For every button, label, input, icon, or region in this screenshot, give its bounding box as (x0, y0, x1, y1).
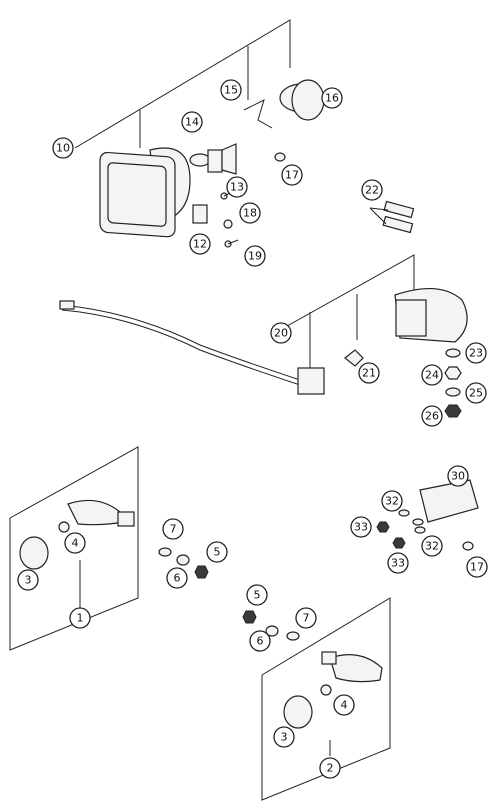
svg-text:5: 5 (254, 589, 261, 602)
indicator-right-assembly (242, 597, 391, 801)
callout-1: 1 (69, 607, 91, 629)
svg-text:5: 5 (214, 546, 221, 559)
svg-text:1: 1 (77, 612, 84, 625)
callout-24: 24 (421, 364, 443, 386)
svg-text:32: 32 (385, 495, 399, 508)
svg-text:21: 21 (362, 367, 376, 380)
callout-14: 14 (181, 111, 203, 133)
callout-23: 23 (465, 342, 487, 364)
svg-text:6: 6 (174, 572, 181, 585)
callout-17-bottom: 17 (466, 556, 488, 578)
callout-26: 26 (421, 405, 443, 427)
svg-text:30: 30 (451, 470, 465, 483)
svg-text:13: 13 (230, 181, 244, 194)
svg-text:7: 7 (303, 612, 310, 625)
callout-33-top: 33 (350, 516, 372, 538)
svg-text:4: 4 (72, 537, 79, 550)
callout-18: 18 (239, 202, 261, 224)
callout-22: 22 (361, 179, 383, 201)
svg-text:3: 3 (25, 574, 32, 587)
headlight-assembly (74, 19, 415, 248)
callout-7-right: 7 (295, 607, 317, 629)
indicator-left-assembly (9, 446, 209, 651)
callout-4-right: 4 (333, 694, 355, 716)
callout-30: 30 (447, 465, 469, 487)
svg-text:24: 24 (425, 369, 439, 382)
svg-text:16: 16 (325, 92, 339, 105)
rear-light-assembly (59, 254, 468, 418)
callout-5-right: 5 (246, 584, 268, 606)
callout-16: 16 (321, 87, 343, 109)
callout-3-right: 3 (273, 726, 295, 748)
svg-text:7: 7 (170, 523, 177, 536)
callout-25: 25 (465, 382, 487, 404)
svg-text:32: 32 (425, 540, 439, 553)
callout-32-bottom: 32 (421, 535, 443, 557)
callout-7-left: 7 (162, 518, 184, 540)
svg-text:23: 23 (469, 347, 483, 360)
callout-3-left: 3 (17, 569, 39, 591)
svg-text:12: 12 (193, 238, 207, 251)
svg-text:4: 4 (341, 699, 348, 712)
callout-13: 13 (226, 176, 248, 198)
svg-text:15: 15 (224, 84, 238, 97)
callout-6-left: 6 (166, 567, 188, 589)
callout-5-left: 5 (206, 541, 228, 563)
callout-2: 2 (319, 757, 341, 779)
svg-text:2: 2 (327, 762, 334, 775)
svg-text:20: 20 (274, 327, 288, 340)
svg-text:17: 17 (470, 561, 484, 574)
callout-10: 10 (52, 137, 74, 159)
svg-text:22: 22 (365, 184, 379, 197)
callout-33-bottom: 33 (387, 552, 409, 574)
callout-6-right: 6 (249, 630, 271, 652)
svg-text:33: 33 (391, 557, 405, 570)
callout-15: 15 (220, 79, 242, 101)
callout-21: 21 (358, 362, 380, 384)
svg-text:18: 18 (243, 207, 257, 220)
callout-20: 20 (270, 322, 292, 344)
callout-12: 12 (189, 233, 211, 255)
svg-text:10: 10 (56, 142, 70, 155)
callout-17-top: 17 (281, 164, 303, 186)
callout-4-left: 4 (64, 532, 86, 554)
svg-text:19: 19 (248, 250, 262, 263)
svg-text:14: 14 (185, 116, 199, 129)
svg-text:17: 17 (285, 169, 299, 182)
callout-19: 19 (244, 245, 266, 267)
svg-text:3: 3 (281, 731, 288, 744)
svg-text:26: 26 (425, 410, 439, 423)
svg-text:33: 33 (354, 521, 368, 534)
callout-32-top: 32 (381, 490, 403, 512)
svg-text:25: 25 (469, 387, 483, 400)
svg-text:6: 6 (257, 635, 264, 648)
